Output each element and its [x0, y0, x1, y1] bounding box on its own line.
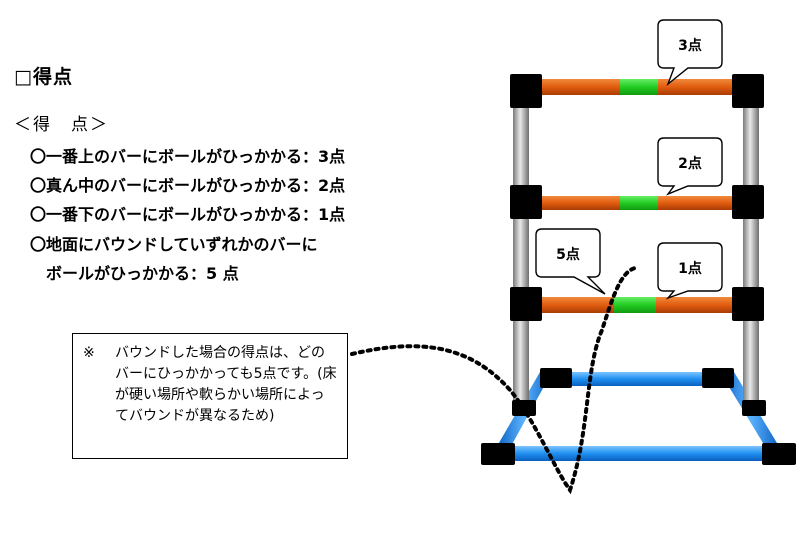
bounce-note-box: ※ バウンドした場合の得点は、どのバーにひっかかっても5点です。(床が硬い場所や… [72, 333, 348, 459]
bubble-middle-label: 2点 [678, 155, 702, 172]
bubble-top-label: 3点 [678, 37, 702, 54]
middle-bar [542, 196, 734, 210]
rule-item-bounce-cont: ボールがひっかかる：5 点 [30, 260, 239, 284]
left-pole [513, 100, 529, 412]
top-bar [542, 79, 734, 95]
rule-points: 3点 [318, 147, 346, 166]
rule-item-middle-bar: 〇真ん中のバーにボールがひっかかる：2点 [30, 172, 345, 196]
bubble-middle [657, 137, 723, 196]
note-text: バウンドした場合の得点は、どのバーにひっかかっても5点です。(床が硬い場所や軟ら… [115, 345, 337, 424]
rule-text: 〇真ん中のバーにボールがひっかかる： [30, 176, 319, 195]
ball-trajectory [350, 266, 637, 495]
rule-points: 1点 [318, 205, 346, 224]
bubble-bottom [657, 242, 723, 300]
note-mark: ※ [83, 345, 95, 361]
base-back-bar [540, 372, 720, 386]
right-pole [743, 100, 759, 412]
section-subtitle: ＜得 点＞ [14, 115, 109, 135]
bubble-top [657, 19, 723, 87]
rule-item-top-bar: 〇一番上のバーにボールがひっかかる：3点 [30, 143, 345, 167]
base-front-bar [496, 446, 780, 461]
rule-text: 〇地面にバウンドしていずれかのバーに [30, 235, 318, 254]
rule-item-bounce: 〇地面にバウンドしていずれかのバーに [30, 231, 318, 255]
rule-text: 〇一番下のバーにボールがひっかかる： [30, 205, 319, 224]
bubble-bounce-label: 5点 [556, 246, 580, 263]
joints [481, 74, 796, 465]
bubble-bottom-label: 1点 [678, 260, 702, 277]
bottom-bar [542, 297, 734, 313]
base-frame [496, 372, 780, 461]
rule-points: 2点 [318, 176, 346, 195]
bubble-bounce [535, 228, 606, 295]
rule-text: ボールがひっかかる： [30, 264, 207, 283]
rule-text: 〇一番上のバーにボールがひっかかる： [30, 147, 319, 166]
page-title: □得点 [14, 66, 73, 88]
rule-points: 5 点 [206, 264, 239, 283]
rule-item-bottom-bar: 〇一番下のバーにボールがひっかかる：1点 [30, 201, 345, 225]
